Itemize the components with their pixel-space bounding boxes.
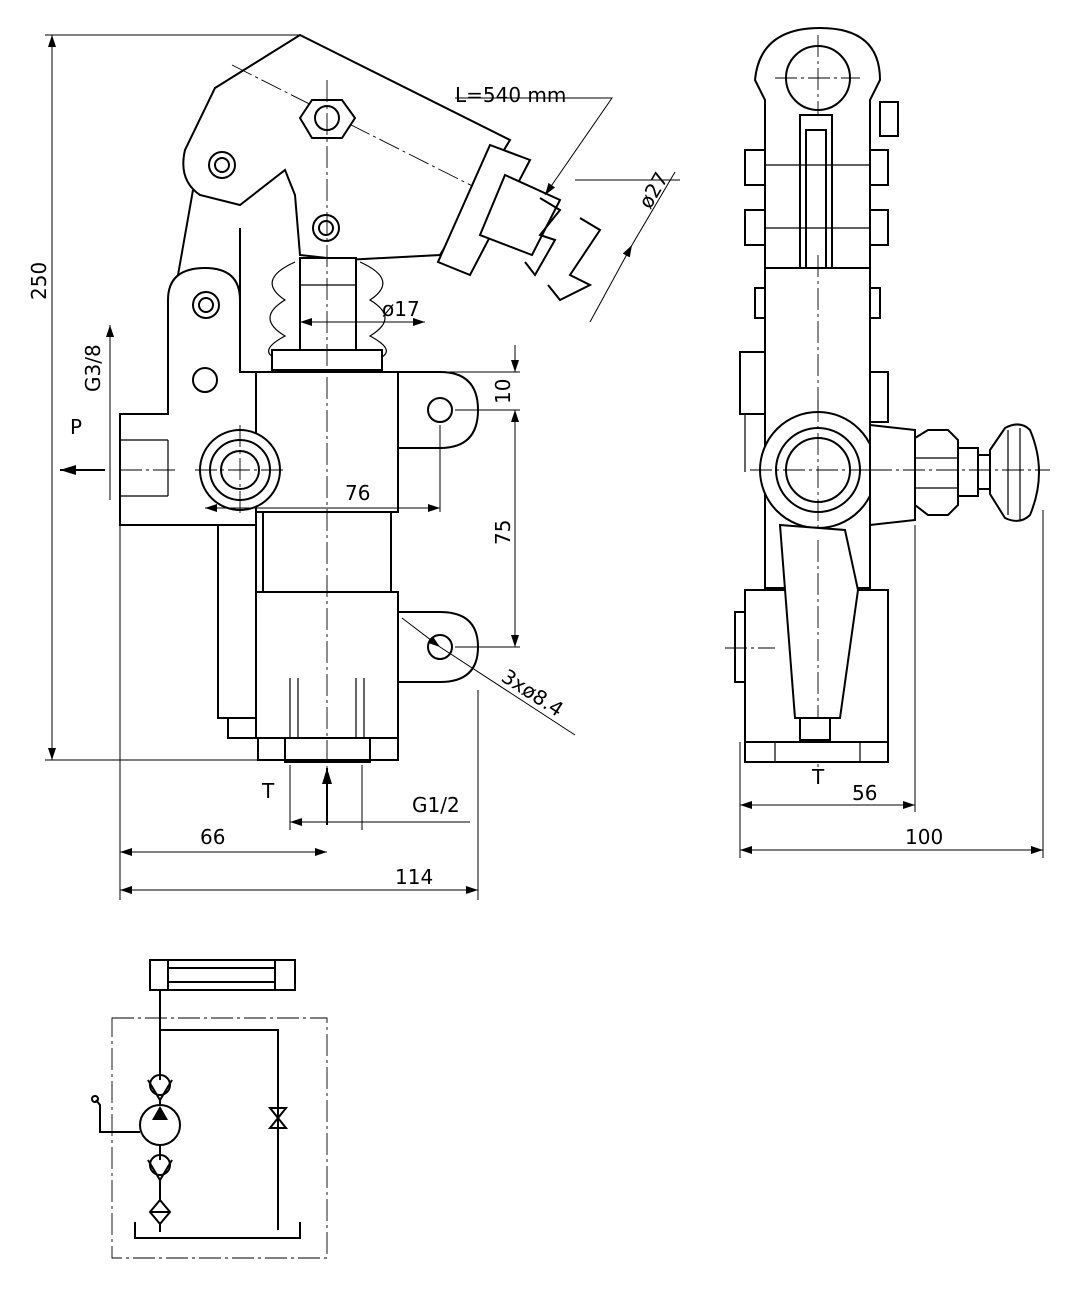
label-handle-diameter: ø27 [634, 168, 674, 213]
bellows [268, 261, 387, 361]
schematic-release-valve [267, 1107, 289, 1129]
side-labels: T 56 100 [811, 765, 943, 849]
side-view [725, 26, 1050, 770]
pivot-pin-center [312, 214, 340, 242]
schematic-cylinder [149, 959, 296, 991]
label-port-t-front: T [261, 779, 275, 803]
front-view [60, 33, 602, 825]
label-piston-diameter: ø17 [382, 297, 420, 321]
yoke-bolts [744, 149, 889, 319]
label-dim-75: 75 [491, 520, 515, 545]
piston-rod [299, 257, 357, 353]
label-port-p: P [70, 415, 82, 439]
label-height-250: 250 [27, 262, 51, 300]
side-lever-arm [778, 523, 860, 719]
label-tank-thread: G1/2 [412, 793, 460, 817]
pump-base-plate [119, 266, 257, 719]
schematic-boundary [111, 1017, 328, 1259]
label-handle-length: L=540 mm [455, 83, 566, 107]
pivot-pin-left [208, 151, 236, 179]
release-valve [869, 423, 1050, 527]
schematic-hand-pump [91, 1095, 181, 1146]
label-pressure-thread: G3/8 [81, 344, 105, 392]
tank-port-foot [257, 737, 399, 761]
label-port-t-side: T [811, 765, 825, 789]
pivot-bolt-top [298, 99, 357, 139]
schematic-tank [134, 1222, 301, 1239]
side-dimensions [739, 510, 1044, 858]
release-valve-knob[interactable] [989, 423, 1040, 522]
lever-head [182, 33, 512, 262]
lever-link [177, 189, 241, 365]
label-dim-76: 76 [345, 481, 370, 505]
label-mounting-holes: 3xø8.4 [497, 664, 568, 721]
hydraulic-schematic [91, 959, 328, 1259]
pivot-pin-lower [192, 291, 220, 319]
label-dim-56: 56 [852, 781, 877, 805]
schematic-filter [148, 1198, 172, 1226]
label-dim-114: 114 [395, 865, 433, 889]
front-dimensions [45, 34, 680, 900]
label-dim-100: 100 [905, 825, 943, 849]
label-dim-66: 66 [200, 825, 225, 849]
front-labels: L=540 mm ø27 ø17 G3/8 P 250 10 75 76 3xø… [27, 83, 673, 889]
side-base [744, 741, 889, 763]
label-dim-10: 10 [491, 379, 515, 404]
